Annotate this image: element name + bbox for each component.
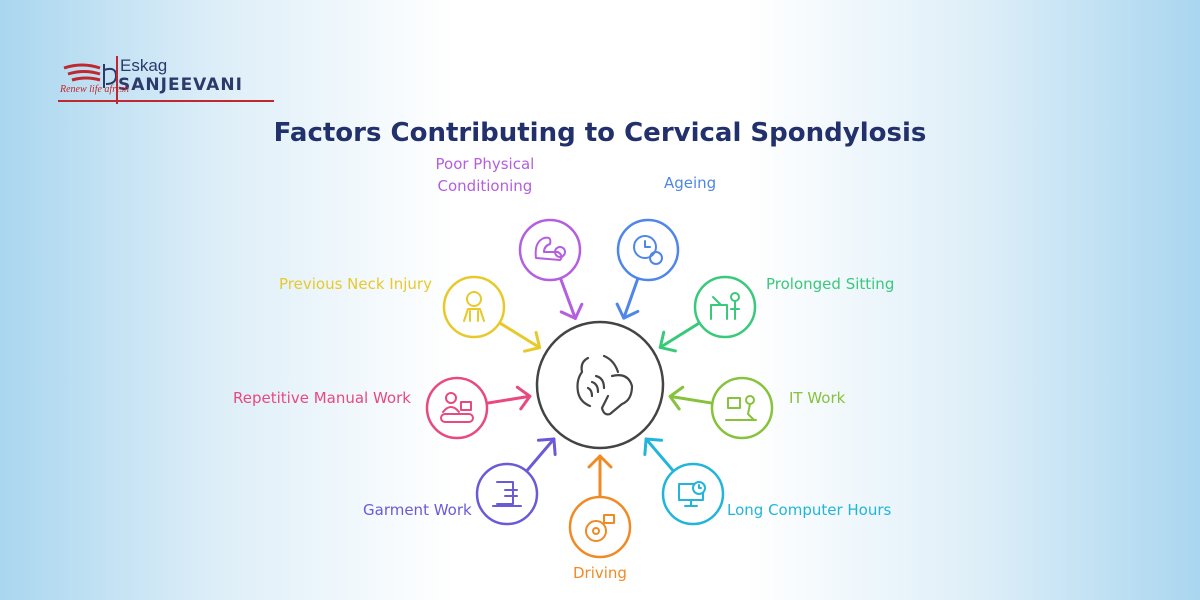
factor-label: Garment Work (363, 501, 472, 519)
injured-person-arrowhead (522, 330, 542, 353)
brand-tagline: Renew life afresh (60, 84, 130, 95)
factor-label: Prolonged Sitting (766, 275, 895, 293)
steering-wheel-arrowhead (587, 454, 613, 469)
monitor-clock-node (643, 437, 725, 526)
computer-worker-circle (710, 376, 774, 440)
logo-divider (116, 56, 118, 104)
injured-person-arrow (498, 321, 542, 350)
factor-label: Previous Neck Injury (279, 275, 432, 293)
brand-name-main: SANJEEVANI (118, 75, 243, 95)
injured-person-node (442, 275, 542, 353)
conveyor-worker-icon (440, 392, 474, 423)
flexed-arm-icon (534, 236, 566, 261)
factor-label: Driving (573, 564, 627, 582)
flexed-arm-circle (518, 218, 582, 282)
sewing-machine-node (475, 437, 557, 526)
computer-worker-arrowhead (668, 385, 685, 411)
sewing-machine-arrow (524, 437, 556, 473)
person-at-desk-arrow (658, 321, 702, 349)
brand-logo: Eskag SANJEEVANI Renew life afresh (58, 56, 288, 106)
steering-wheel-node (568, 454, 632, 559)
person-at-desk-arrowhead (658, 330, 677, 353)
person-at-desk-icon (710, 292, 740, 320)
clock-face-arrowhead (615, 302, 640, 320)
steering-wheel-circle (568, 495, 632, 559)
sewing-machine-icon (492, 481, 522, 507)
flexed-arm-node (518, 218, 584, 320)
brand-name-top: Eskag (120, 56, 168, 75)
computer-worker-icon (725, 395, 757, 421)
monitor-clock-icon (678, 481, 706, 507)
page-title: Factors Contributing to Cervical Spondyl… (273, 118, 927, 148)
clock-face-icon (633, 235, 663, 265)
conveyor-worker-arrow (485, 394, 532, 405)
computer-worker-node (668, 376, 774, 440)
clock-face-arrow (622, 276, 640, 320)
monitor-clock-arrow (644, 437, 676, 473)
flexed-arm-arrow (558, 276, 577, 320)
monitor-clock-circle (661, 462, 725, 526)
steering-wheel-icon (585, 514, 615, 542)
factor-label: IT Work (789, 389, 846, 407)
person-at-desk-circle (693, 275, 757, 339)
sewing-machine-arrowhead (536, 437, 557, 457)
injured-person-icon (463, 291, 485, 322)
conveyor-worker-node (425, 376, 532, 440)
conveyor-worker-circle (425, 376, 489, 440)
neck-pain-icon (576, 354, 634, 416)
flexed-arm-arrowhead (559, 302, 584, 320)
clock-face-node (615, 218, 680, 320)
factor-label: Long Computer Hours (727, 501, 892, 519)
conveyor-worker-arrowhead (515, 385, 532, 411)
clock-face-circle (616, 218, 680, 282)
sewing-machine-circle (475, 462, 539, 526)
center-circle (535, 320, 665, 450)
monitor-clock-arrowhead (643, 437, 664, 457)
computer-worker-arrow (668, 394, 714, 405)
factor-label: Repetitive Manual Work (233, 389, 411, 407)
person-at-desk-node (658, 275, 757, 353)
factor-label: Ageing (664, 174, 717, 192)
logo-underline (58, 100, 274, 102)
